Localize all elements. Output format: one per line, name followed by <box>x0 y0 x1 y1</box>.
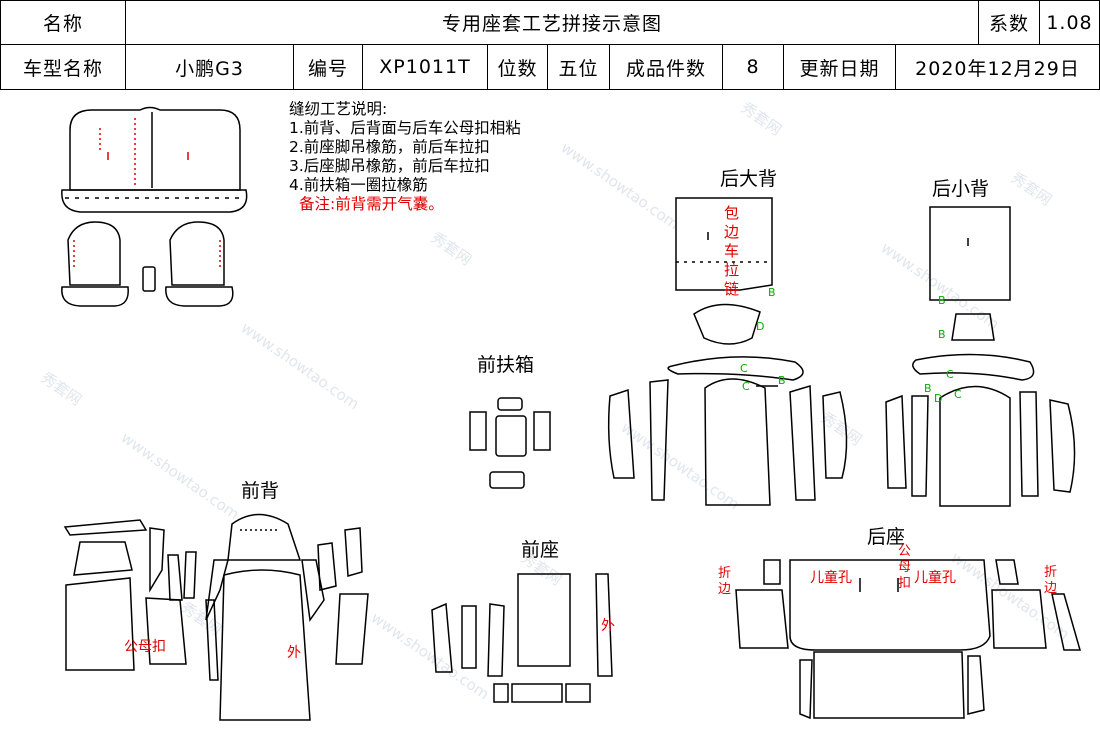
annotation-snap: 公母扣 <box>124 639 166 655</box>
svg-text:秀套网: 秀套网 <box>428 229 475 270</box>
note-remark: 备注:前背需开气囊。 <box>299 195 444 213</box>
model-label: 车型名称 <box>0 44 126 90</box>
marker-b-5: B <box>924 382 932 395</box>
annotation-outer-2: 外 <box>601 618 615 634</box>
front-back-pattern <box>63 513 369 721</box>
marker-b-4: B <box>938 328 946 341</box>
svg-text:www.showtao.com: www.showtao.com <box>368 609 493 704</box>
label-front-back: 前背 <box>241 480 280 502</box>
model-value: 小鹏G3 <box>125 44 294 90</box>
svg-text:www.showtao.com: www.showtao.com <box>238 319 363 414</box>
rear-big-back-pattern <box>607 197 848 506</box>
svg-text:www.showtao.com: www.showtao.com <box>558 139 683 234</box>
doc-title: 专用座套工艺拼接示意图 <box>125 0 979 45</box>
marker-d: D <box>756 320 764 333</box>
svg-text:秀套网: 秀套网 <box>38 369 85 410</box>
pieces-label: 成品件数 <box>609 44 723 90</box>
note-item-1: 1.前背、后背面与后车公母扣相粘 <box>289 119 521 137</box>
thumbnail-rear-bench <box>61 106 248 213</box>
note-item-3: 3.后座脚吊橡筋，前后车拉扣 <box>289 157 490 175</box>
marker-c-3: C <box>946 368 954 381</box>
annotation-fold-left: 折边 <box>718 566 731 597</box>
marker-c-2: C <box>742 380 750 393</box>
front-armrest-pattern <box>469 397 551 489</box>
svg-text:秀套网: 秀套网 <box>1008 169 1055 210</box>
code-value: XP1011T <box>362 44 488 90</box>
annotation-child-hole-left: 儿童孔 <box>810 569 852 586</box>
seats-label: 位数 <box>487 44 548 90</box>
annotation-rear-snap: 公母扣 <box>898 544 911 591</box>
code-label: 编号 <box>293 44 363 90</box>
label-rear-seat: 后座 <box>867 526 906 548</box>
annotation-outer: 外 <box>287 645 301 661</box>
svg-text:www.showtao.com: www.showtao.com <box>878 239 1003 334</box>
date-label: 更新日期 <box>783 44 896 90</box>
marker-d-2: D <box>934 392 942 405</box>
thumbnail-front-seats <box>61 221 234 307</box>
label-front-seat: 前座 <box>521 539 560 561</box>
notes-title: 缝纫工艺说明: <box>289 100 388 118</box>
annotation-child-hole-right: 儿童孔 <box>914 569 956 586</box>
marker-b-3: B <box>938 294 946 307</box>
annotation-fold-right: 折边 <box>1044 565 1057 596</box>
annotation-zipper: 包边车拉链 <box>724 204 739 298</box>
svg-text:www.showtao.com: www.showtao.com <box>618 419 743 514</box>
label-rear-small-back: 后小背 <box>932 178 990 200</box>
rear-seat-pattern <box>735 559 1081 720</box>
rear-small-back-pattern <box>885 206 1076 507</box>
note-item-2: 2.前座脚吊橡筋，前后车拉扣 <box>289 138 490 156</box>
header-table: 名称 专用座套工艺拼接示意图 系数 1.08 车型名称 小鹏G3 编号 XP10… <box>0 0 1100 90</box>
label-rear-big-back: 后大背 <box>720 168 778 190</box>
marker-b: B <box>768 286 776 299</box>
label-front-armrest: 前扶箱 <box>477 354 535 376</box>
date-value: 2020年12月29日 <box>895 44 1100 90</box>
svg-text:秀套网: 秀套网 <box>738 99 785 140</box>
svg-text:www.showtao.com: www.showtao.com <box>118 429 243 524</box>
marker-c: C <box>740 362 748 375</box>
note-item-4: 4.前扶箱一圈拉橡筋 <box>289 176 428 194</box>
front-seat-pattern <box>431 573 613 703</box>
name-label: 名称 <box>0 0 126 45</box>
marker-b-2: B <box>778 374 786 387</box>
pattern-diagram: www.showtao.com 秀套网 www.showtao.com 秀套网 … <box>38 99 1081 721</box>
coef-label: 系数 <box>978 0 1040 45</box>
seats-value: 五位 <box>547 44 610 90</box>
svg-text:秀套网: 秀套网 <box>178 599 225 640</box>
pieces-value: 8 <box>722 44 784 90</box>
marker-c-4: C <box>954 388 962 401</box>
sewing-notes: 缝纫工艺说明: 1.前背、后背面与后车公母扣相粘 2.前座脚吊橡筋，前后车拉扣 … <box>289 100 521 214</box>
coef-value: 1.08 <box>1039 0 1100 45</box>
